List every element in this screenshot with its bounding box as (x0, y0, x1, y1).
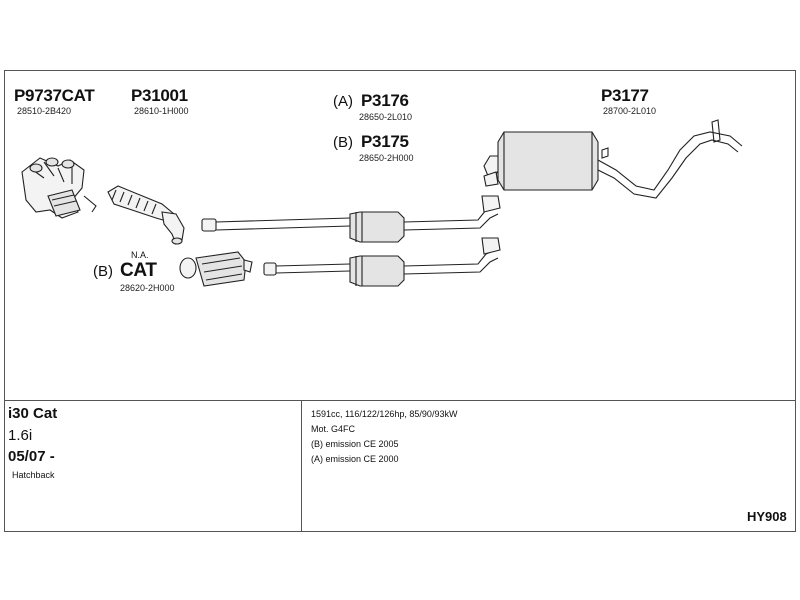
spec-line-engine: 1591cc, 116/122/126hp, 85/90/93kW (311, 409, 458, 419)
manifold-drawing (21, 157, 97, 219)
mid-pipe-b-drawing (263, 237, 501, 287)
info-divider (4, 400, 796, 401)
vehicle-engine: 1.6i (8, 427, 33, 444)
part-number-cat: CAT (120, 260, 157, 281)
variant-prefix-cat: (B) (93, 263, 113, 280)
part-number-mid-a: P3176 (361, 91, 409, 110)
rear-silencer-drawing (483, 119, 743, 199)
mid-pipe-a-drawing (201, 195, 501, 243)
part-number-rear: P3177 (601, 86, 649, 105)
cat-note: N.A. (131, 250, 149, 260)
diagram-frame (4, 70, 796, 532)
part-number-front-pipe: P31001 (131, 86, 188, 105)
oem-number-front-pipe: 28610-1H000 (134, 106, 189, 116)
reference-code: HY908 (747, 509, 787, 524)
part-number-mid-b: P3175 (361, 132, 409, 151)
vehicle-date-range: 05/07 - (8, 448, 55, 465)
part-number-manifold: P9737CAT (14, 86, 95, 105)
oem-number-manifold: 28510-2B420 (17, 106, 72, 116)
exhaust-diagram (21, 119, 743, 287)
spec-line-emission-a: (A) emission CE 2000 (311, 454, 399, 464)
vehicle-body-type: Hatchback (12, 470, 55, 480)
oem-number-rear: 28700-2L010 (603, 106, 657, 116)
oem-number-mid-a: 28650-2L010 (359, 112, 413, 122)
oem-number-mid-b: 28650-2H000 (359, 153, 414, 163)
oem-number-cat: 28620-2H000 (120, 283, 175, 293)
spec-line-emission-b: (B) emission CE 2005 (311, 439, 399, 449)
info-column-divider (301, 400, 302, 532)
variant-prefix-b: (B) (333, 134, 353, 151)
front-pipe-drawing (107, 185, 185, 245)
spec-line-motor: Mot. G4FC (311, 424, 356, 434)
vehicle-model: i30 Cat (8, 405, 58, 422)
variant-prefix-a: (A) (333, 93, 353, 110)
catalyst-drawing (179, 251, 253, 287)
